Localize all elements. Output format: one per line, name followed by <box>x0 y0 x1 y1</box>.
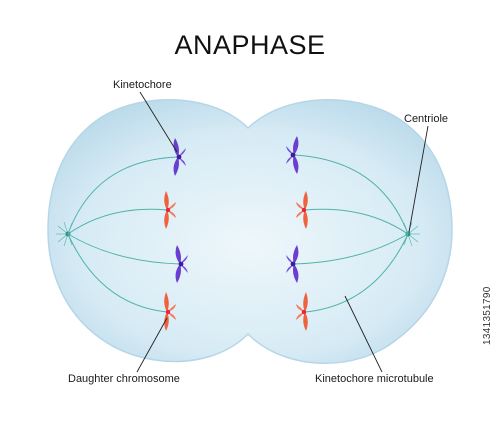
label-centriole: Centriole <box>404 113 449 125</box>
leader-centriole <box>408 125 429 233</box>
label-daughter-chromosome: Daughter chromosome <box>68 373 180 385</box>
daughter-chromosome-left-2 <box>164 191 176 229</box>
daughter-chromosome-right-4 <box>296 292 308 331</box>
left-spindle-fibers <box>67 156 181 313</box>
daughter-chromosome-left-3 <box>175 245 188 283</box>
leader-daughter-chromosome <box>136 317 168 373</box>
cell-membrane <box>47 99 453 364</box>
label-kinetochore: Kinetochore <box>113 79 172 91</box>
right-spindle-fibers <box>293 154 409 313</box>
daughter-chromosome-left-4 <box>164 292 176 331</box>
daughter-chromosome-right-3 <box>286 245 299 283</box>
page-title: ANAPHASE <box>174 30 326 60</box>
leader-lines <box>136 91 429 373</box>
daughter-chromosome-right-2 <box>296 191 308 229</box>
leader-kinetochore <box>139 91 178 153</box>
leader-kinetochore-microtubule <box>344 295 383 373</box>
daughter-chromosome-right-1 <box>286 136 299 174</box>
daughter-chromosome-left-1 <box>173 138 186 176</box>
stock-image-id: 1341351790 <box>482 286 493 345</box>
label-kinetochore-microtubule: Kinetochore microtubule <box>315 373 434 385</box>
